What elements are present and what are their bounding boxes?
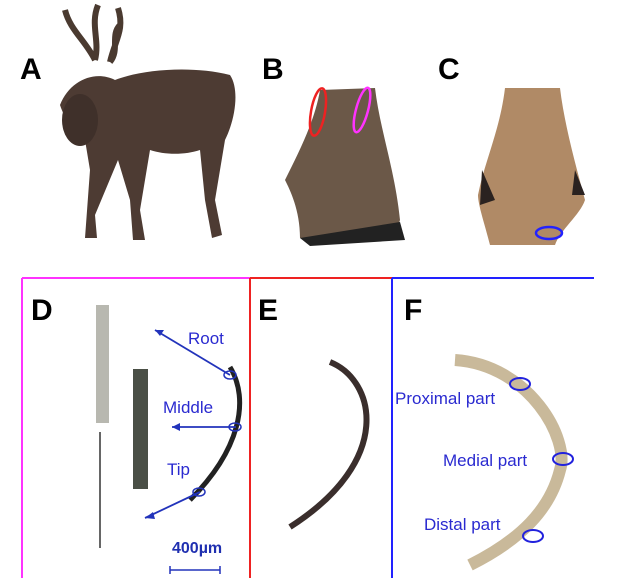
hair-sample-d [96,305,243,574]
panel-label-a: A [20,53,42,86]
panel-label-e: E [258,294,279,327]
panel-label-b: B [262,53,284,86]
annotation-medial: Medial part [443,451,528,470]
hair-sample-e [288,359,370,530]
hair-sample-f [454,354,574,571]
panel-label-c: C [438,53,460,86]
reindeer-photo [60,3,236,240]
panel-label-d: D [31,294,53,327]
hoof-photo [478,88,585,245]
annotation-proximal: Proximal part [395,389,496,408]
annotation-root: Root [188,329,224,348]
annotation-tip: Tip [167,460,190,479]
panel-label-f: F [404,294,423,327]
annotation-middle: Middle [163,398,214,417]
panel-frames [21,277,594,578]
scale-bar-label: 400µm [172,540,223,557]
annotation-distal: Distal part [424,515,501,534]
hind-leg-photo [285,86,405,246]
